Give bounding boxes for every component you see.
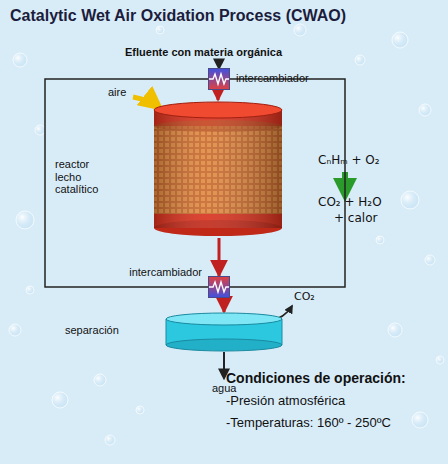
- bubble: [294, 24, 306, 36]
- bubble: [376, 236, 384, 244]
- separator-node: separación: [165, 312, 283, 352]
- bubble: [436, 356, 444, 364]
- bubble: [35, 125, 45, 135]
- bubble: [401, 191, 419, 209]
- text-label: -Temperaturas: 160º - 250ºC: [226, 415, 391, 430]
- text-label: -Presión atmosférica: [226, 393, 345, 408]
- inlet-arrow: [218, 60, 220, 68]
- bubble: [26, 286, 34, 294]
- reactor-cylinder: [152, 100, 284, 238]
- bubble: [355, 55, 365, 65]
- node-label: intercambiador: [129, 266, 202, 279]
- text-label: + calor: [334, 211, 377, 225]
- reactor-node: reactor lecho catalítico: [152, 100, 284, 238]
- flow-connector: [218, 238, 221, 276]
- flow-connector: [217, 90, 220, 100]
- bubble: [105, 435, 115, 445]
- exchanger-node: intercambiador: [208, 68, 230, 90]
- text-label: aire: [108, 86, 126, 98]
- bubble: [16, 211, 34, 229]
- bubble: [136, 406, 144, 414]
- text-label: Efluente con materia orgánica: [125, 46, 282, 58]
- bubble: [412, 412, 428, 428]
- bubble: [94, 374, 106, 386]
- bubble: [425, 255, 435, 265]
- bubbles: [9, 24, 444, 445]
- text-label: CO₂: [294, 290, 315, 303]
- node-label: separación: [65, 324, 119, 337]
- separator-tank: [165, 312, 283, 352]
- exchanger-node: intercambiador: [208, 276, 230, 298]
- bubble: [9, 324, 21, 336]
- bubble: [392, 32, 408, 48]
- bubble: [52, 392, 68, 408]
- exchanger-symbol: [208, 68, 230, 90]
- exchanger-symbol: [208, 276, 230, 298]
- node-label: intercambiador: [236, 72, 309, 85]
- flow-connector: [223, 298, 226, 312]
- bubble: [419, 104, 431, 116]
- bubble: [13, 53, 27, 67]
- text-label: Condiciones de operación:: [226, 370, 406, 386]
- water-outlet-arrow: [223, 352, 225, 378]
- air-arrow: [133, 97, 160, 108]
- bubble: [388, 323, 402, 337]
- text-label: CO₂ + H₂O: [318, 195, 382, 209]
- text-label: CₙHₘ + O₂: [318, 153, 380, 167]
- bubble: [156, 26, 164, 34]
- title: Catalytic Wet Air Oxidation Process (CWA…: [10, 7, 346, 25]
- node-label: reactor lecho catalítico: [55, 158, 115, 196]
